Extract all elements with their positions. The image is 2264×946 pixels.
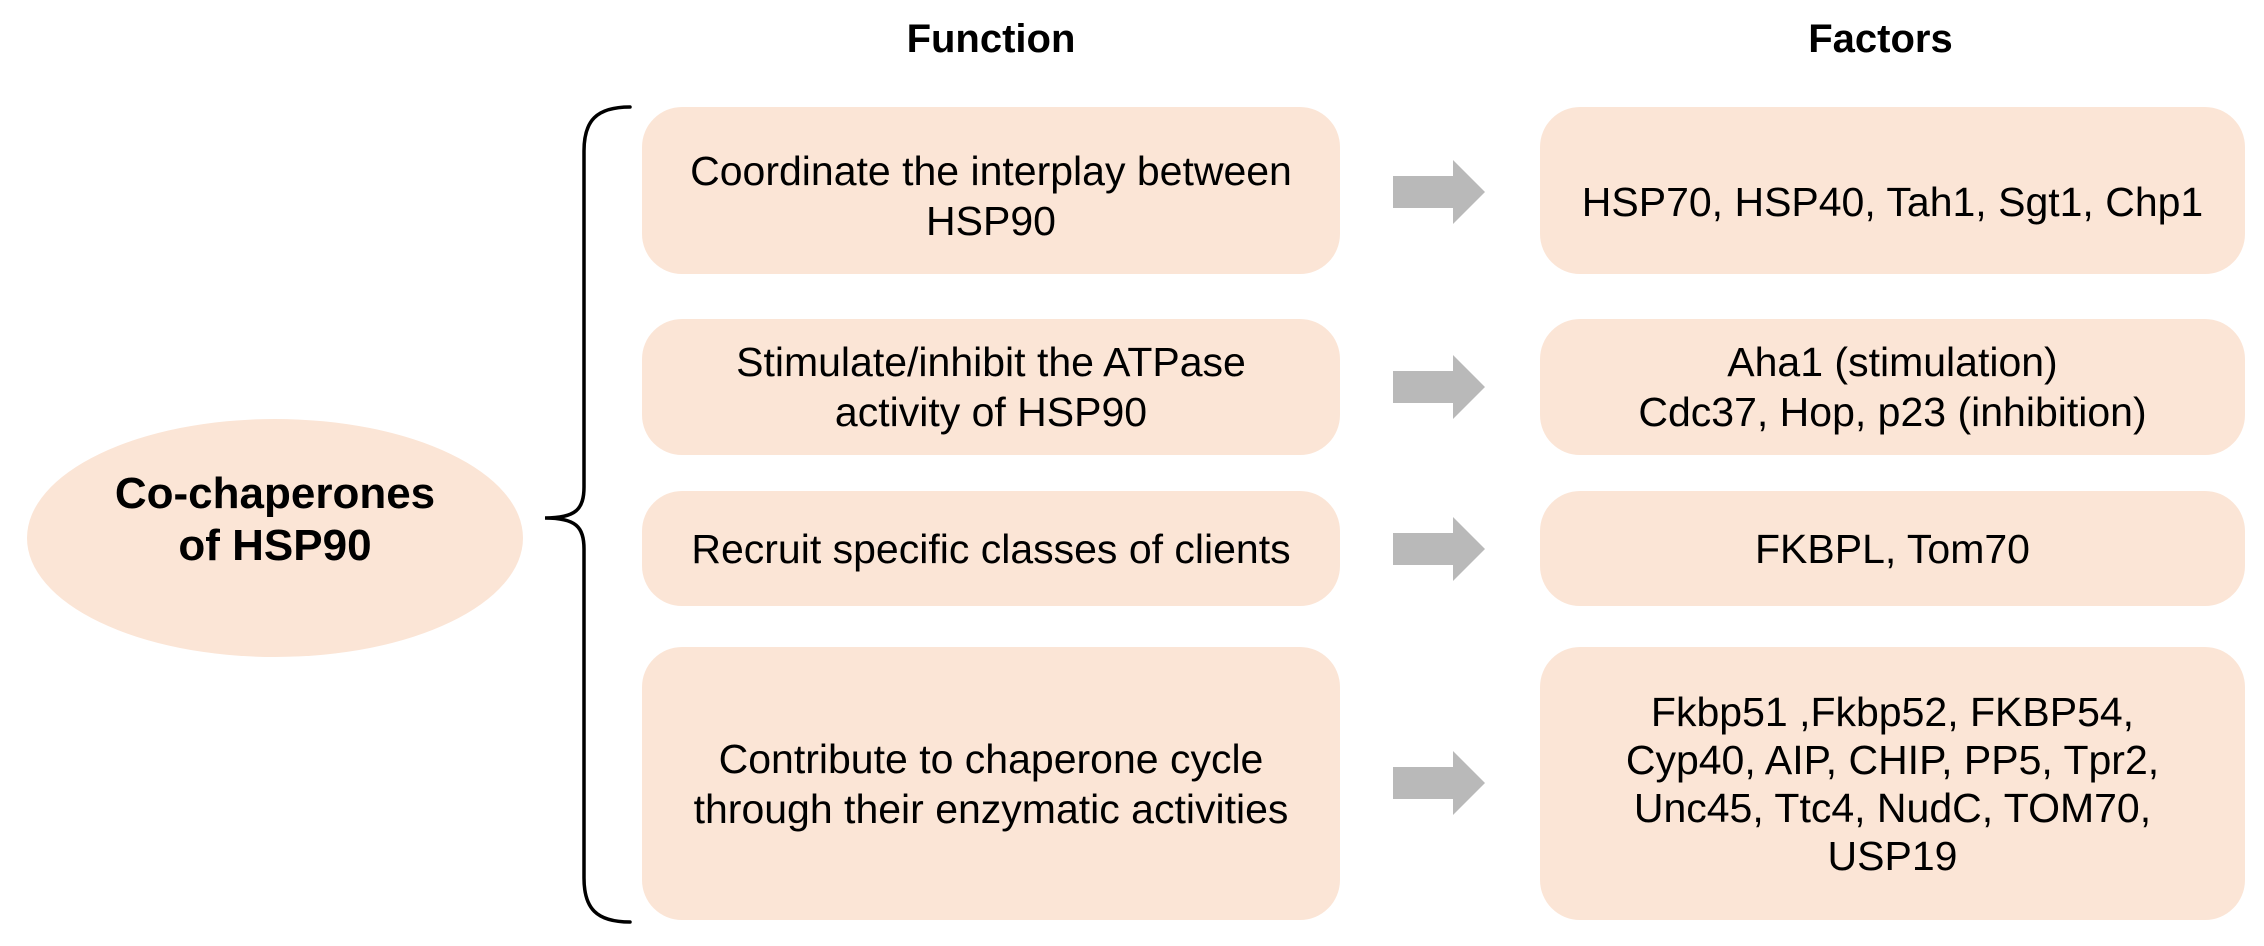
factors-box-line: Unc45, Ttc4, NudC, TOM70,	[1633, 784, 2152, 831]
function-box-line: Recruit specific classes of clients	[691, 525, 1291, 572]
factors-box-line: USP19	[1827, 832, 1958, 879]
right-arrow-icon	[1393, 517, 1485, 581]
curly-brace	[544, 105, 632, 924]
function-box-line: activity of HSP90	[834, 389, 1148, 435]
root-node-label-line1: Co-chaperones	[114, 469, 436, 518]
factors-box-line: Fkbp51 ,Fkbp52, FKBP54,	[1650, 688, 2135, 735]
factors-box-row2: Aha1 (stimulation) Cdc37, Hop, p23 (inhi…	[1540, 319, 2245, 455]
factors-box-line: FKBPL, Tom70	[1755, 525, 2030, 572]
right-arrow-icon	[1393, 160, 1485, 224]
function-box-row3: Recruit specific classes of clients	[642, 491, 1340, 606]
factors-box-row1: HSP70, HSP40, Tah1, Sgt1, Chp1	[1540, 107, 2245, 274]
function-box-row1: Coordinate the interplay between HSP90	[642, 107, 1340, 274]
function-box-line: Contribute to chaperone cycle	[718, 735, 1264, 782]
function-box-row2: Stimulate/inhibit the ATPase activity of…	[642, 319, 1340, 455]
factors-box-line: Cdc37, Hop, p23 (inhibition)	[1638, 389, 2147, 435]
factors-box-line: HSP70, HSP40, Tah1, Sgt1, Chp1	[1581, 178, 2204, 225]
function-box-line: Stimulate/inhibit the ATPase	[736, 339, 1246, 385]
function-box-row4: Contribute to chaperone cycle through th…	[642, 647, 1340, 920]
factors-box-line: Cyp40, AIP, CHIP, PP5, Tpr2,	[1625, 736, 2160, 783]
factors-column-header: Factors	[1808, 17, 1953, 61]
factors-box-row4: Fkbp51 ,Fkbp52, FKBP54, Cyp40, AIP, CHIP…	[1540, 647, 2245, 920]
function-box-line: through their enzymatic activities	[693, 785, 1289, 832]
function-box-line: HSP90	[926, 197, 1056, 244]
function-box-line: Coordinate the interplay between	[690, 147, 1292, 194]
factors-box-row3: FKBPL, Tom70	[1540, 491, 2245, 606]
function-column-header: Function	[906, 17, 1076, 61]
right-arrow-icon	[1393, 751, 1485, 815]
right-arrow-icon	[1393, 355, 1485, 419]
factors-box-line: Aha1 (stimulation)	[1727, 339, 2058, 385]
root-node-label-line2: of HSP90	[178, 521, 372, 570]
root-node-ellipse: Co-chaperones of HSP90	[27, 419, 523, 657]
